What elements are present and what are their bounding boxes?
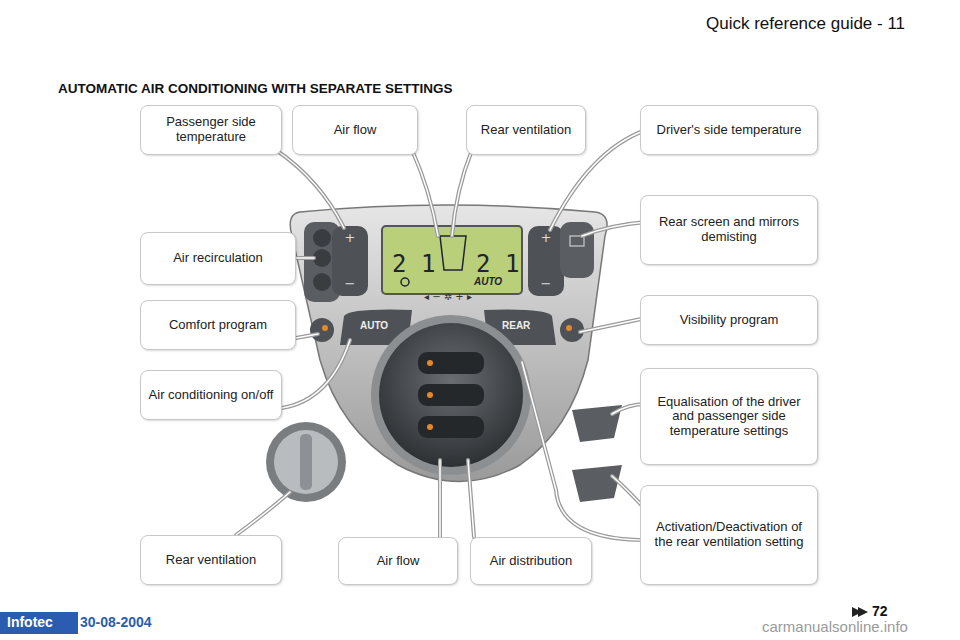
callout-text: Rear screen and mirrors demisting: [647, 215, 811, 244]
svg-text:+: +: [345, 230, 356, 245]
callout-box: Air recirculation: [140, 232, 296, 285]
publisher-badge: Infotec: [7, 614, 53, 630]
callout-text: Activation/Deactivation of the rear vent…: [647, 520, 811, 549]
callout-box: Rear ventilation: [140, 535, 282, 585]
button-label: REAR: [502, 320, 530, 331]
callout-box: Air conditioning on/off: [140, 370, 282, 420]
svg-text:◂ − ✲ + ▸: ◂ − ✲ + ▸: [424, 291, 472, 302]
callout-box: Rear ventilation: [466, 105, 586, 155]
display-mode: AUTO: [474, 276, 502, 287]
callout-text: Equalisation of the driver and passenger…: [647, 395, 811, 439]
callout-text: Air flow: [334, 123, 377, 138]
callout-box: Rear screen and mirrors demisting: [640, 195, 818, 265]
svg-text:−: −: [541, 276, 552, 291]
callout-box: Air distribution: [470, 537, 592, 585]
svg-text:−: −: [345, 276, 356, 291]
callout-text: Rear ventilation: [481, 123, 571, 138]
page-reference: 72: [872, 603, 888, 619]
callout-box: Visibility program: [640, 295, 818, 345]
svg-text:+: +: [541, 230, 552, 245]
callout-text: Passenger side temperature: [147, 115, 275, 144]
svg-text:2 1: 2 1: [392, 250, 435, 278]
callout-box: Driver's side temperature: [640, 105, 818, 155]
callout-box: Passenger side temperature: [140, 105, 282, 155]
page-header: Quick reference guide - 11: [706, 14, 905, 34]
page-title: AUTOMATIC AIR CONDITIONING WITH SEPARATE…: [58, 81, 453, 96]
callout-box: Equalisation of the driver and passenger…: [640, 368, 818, 465]
svg-text:2 1: 2 1: [476, 250, 519, 278]
button-label: AUTO: [360, 320, 388, 331]
callout-box: Air flow: [338, 537, 458, 585]
callout-text: Air flow: [377, 554, 420, 569]
callout-text: Comfort program: [169, 318, 267, 333]
watermark: carmanualsonline.info: [762, 618, 908, 635]
callout-text: Air conditioning on/off: [149, 388, 274, 403]
callout-box: Air flow: [292, 105, 418, 155]
callout-text: Rear ventilation: [166, 553, 256, 568]
callout-box: Comfort program: [140, 300, 296, 350]
callout-box: Activation/Deactivation of the rear vent…: [640, 485, 818, 585]
callout-text: Driver's side temperature: [657, 123, 802, 138]
callout-text: Visibility program: [680, 313, 779, 328]
callout-text: Air distribution: [490, 554, 572, 569]
print-date: 30-08-2004: [80, 614, 152, 630]
callout-text: Air recirculation: [173, 251, 263, 266]
